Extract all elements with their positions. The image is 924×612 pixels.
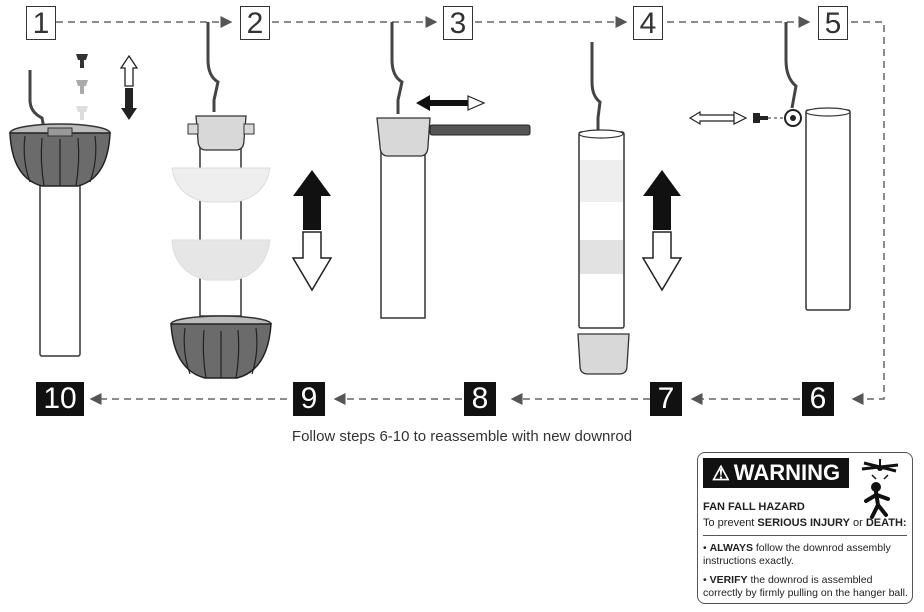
flow-connectors-top [56,16,885,405]
screw-icons [76,54,88,120]
step-10-label: 10 [36,382,84,416]
step-7-label: 7 [650,382,682,416]
step3-illustration [376,22,531,319]
warning-item-verify: • VERIFY the downrod is assembled correc… [703,574,908,599]
hazard-title: FAN FALL HAZARD [703,501,805,513]
step-8-label: 8 [464,382,496,416]
warning-banner-text: WARNING [733,460,841,485]
step4-illustration [577,42,683,375]
step-9-label: 9 [293,382,325,416]
step-3-label: 3 [443,6,473,40]
warning-item-always: • ALWAYS follow the downrod assembly ins… [703,542,891,567]
warning-box: ⚠WARNING FAN FALL HAZARD To prevent SERI… [697,452,913,604]
step-5-label: 5 [818,6,848,40]
falling-fan-person-icon [861,459,899,519]
warning-banner: ⚠WARNING [703,458,849,488]
step-2-label: 2 [240,6,270,40]
warning-divider [703,535,907,536]
warning-triangle-icon: ⚠ [711,463,730,485]
instructions-caption: Follow steps 6-10 to reassemble with new… [291,428,633,445]
step-6-label: 6 [802,382,834,416]
step5-illustration [688,22,851,311]
step-1-label: 1 [26,6,56,40]
step2-illustration [170,22,333,379]
step1-illustration [9,54,139,357]
step-4-label: 4 [633,6,663,40]
hazard-subtitle: To prevent SERIOUS INJURY or DEATH: [703,517,907,529]
